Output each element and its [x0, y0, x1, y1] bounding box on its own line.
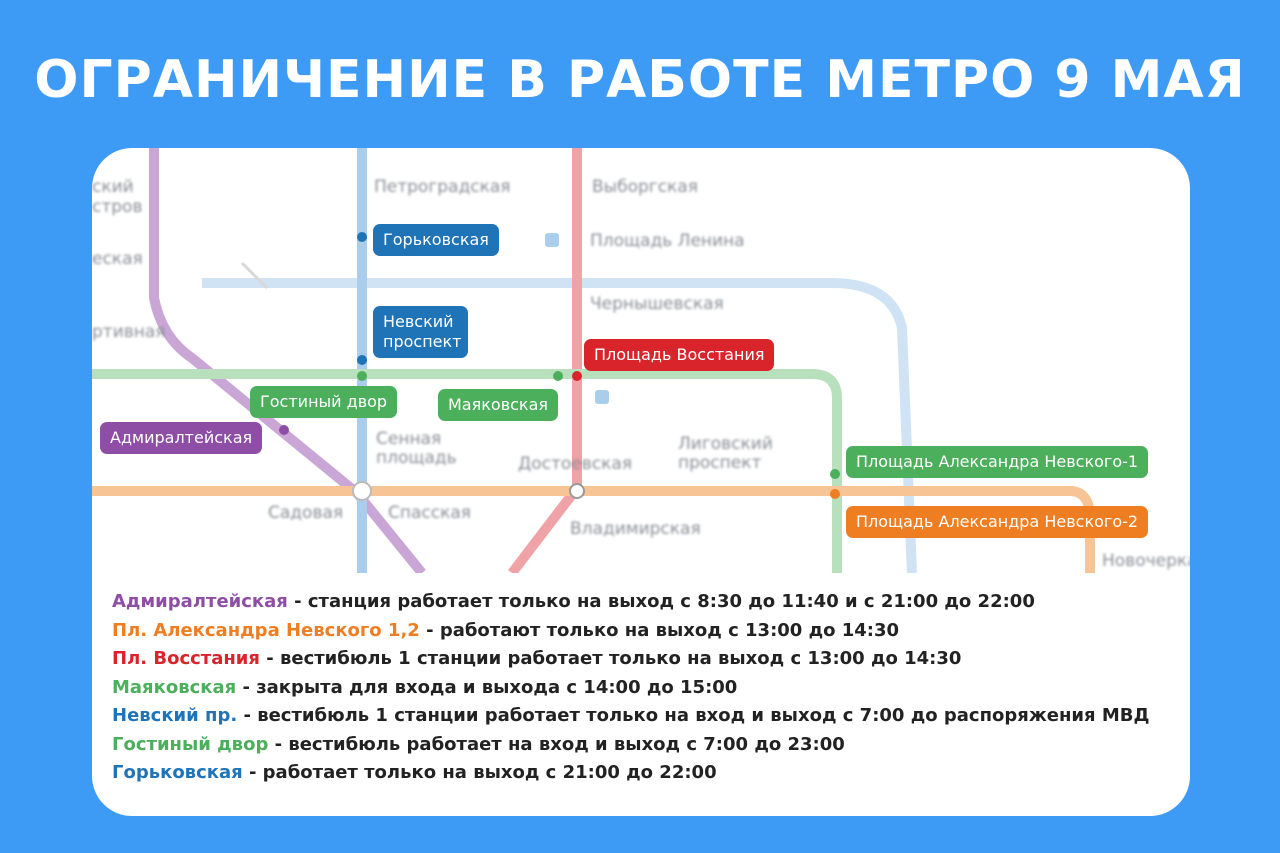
- line-background-light-blue: [202, 278, 917, 573]
- station-dot-mayakovskaya: [553, 371, 563, 381]
- tag-gostiny-dvor: Гостиный двор: [250, 386, 398, 418]
- page-title: ОГРАНИЧЕНИЕ В РАБОТЕ МЕТРО 9 МАЯ: [34, 50, 1246, 110]
- restriction-row-nevsky: Невский пр. - вестибюль 1 станции работа…: [112, 702, 1182, 731]
- tag-pl-al-nevskogo-1: Площадь Александра Невского-1: [846, 446, 1149, 478]
- restriction-row-admiralteyskaya: Адмиралтейская - станция работает только…: [112, 588, 1182, 617]
- station-name: Адмиралтейская: [112, 591, 288, 612]
- restriction-text: - станция работает только на выход с 8:3…: [287, 591, 1035, 612]
- station-dot-gorkovskaya: [357, 232, 367, 242]
- tag-nevsky-prospekt: Невский проспект: [373, 306, 468, 358]
- map-label-ligovsky: Лиговский проспект: [678, 434, 773, 473]
- train-icon-2: [595, 390, 609, 404]
- info-card: Петроградская Выборгская Площадь Ленина …: [92, 148, 1190, 816]
- map-label-dostoevskaya: Достоевская: [518, 454, 633, 474]
- map-label-chernyshevskaya: Чернышевская: [590, 294, 724, 314]
- map-label-cut-4: ртивная: [92, 322, 166, 342]
- station-dot-nevsky: [357, 355, 367, 365]
- restriction-text: - закрыта для входа и выхода с 14:00 до …: [236, 676, 738, 698]
- map-label-novocherkasskaya: Новочеркасская: [1102, 551, 1190, 571]
- station-name: Пл. Александра Невского 1,2: [112, 619, 420, 641]
- map-label-vladimirskaya: Владимирская: [570, 519, 701, 539]
- tag-gorkovskaya: Горьковская: [373, 224, 499, 256]
- station-dot-admiralteyskaya: [279, 425, 289, 435]
- restriction-row-gorkovskaya: Горьковская - работает только на выход с…: [112, 759, 1182, 788]
- map-label-petrogradskaya: Петроградская: [374, 177, 511, 197]
- tag-admiralteyskaya: Адмиралтейская: [100, 422, 263, 454]
- restrictions-list: Адмиралтейская - станция работает только…: [112, 588, 1182, 788]
- restriction-row-mayakovskaya: Маяковская - закрыта для входа и выхода …: [112, 674, 1182, 703]
- interchange-dostoevskaya: [569, 483, 585, 499]
- restriction-text: - работают только на выход с 13:00 до 14…: [419, 619, 900, 641]
- map-label-ploshchad-lenina: Площадь Ленина: [590, 231, 745, 251]
- map-label-cut-3: еская: [92, 249, 143, 269]
- station-dot-al-nevskogo-2: [830, 489, 840, 499]
- map-label-spasskaya: Спасская: [388, 503, 472, 523]
- metro-map: Петроградская Выборгская Площадь Ленина …: [92, 148, 1190, 573]
- map-label-sadovaya: Садовая: [268, 503, 344, 523]
- tag-pl-al-nevskogo-2: Площадь Александра Невского-2: [846, 506, 1149, 538]
- station-name: Маяковская: [112, 676, 237, 698]
- station-name: Невский пр.: [112, 705, 238, 726]
- train-icon-1: [545, 233, 559, 247]
- station-dot-vosstaniya: [572, 371, 582, 381]
- map-label-sennaya: Сенная площадь: [376, 429, 457, 468]
- map-label-vyborgskaya: Выборгская: [592, 177, 698, 197]
- station-dot-al-nevskogo-1: [830, 469, 840, 479]
- interchange-sennaya: [352, 481, 372, 501]
- restriction-row-vosstaniya: Пл. Восстания - вестибюль 1 станции рабо…: [112, 645, 1182, 674]
- station-name: Пл. Восстания: [112, 648, 260, 669]
- station-name: Горьковская: [112, 762, 243, 783]
- station-dot-gostiny: [357, 371, 367, 381]
- map-label-cut-2: стров: [92, 197, 143, 217]
- metro-map-lines: [92, 148, 1095, 573]
- restriction-text: - вестибюль 1 станции работает только на…: [259, 648, 962, 669]
- restriction-text: - вестибюль работает на вход и выход с 7…: [268, 733, 845, 755]
- restriction-text: - вестибюль 1 станции работает только на…: [237, 705, 1150, 726]
- restriction-row-al-nevskogo: Пл. Александра Невского 1,2 - работают т…: [112, 617, 1182, 646]
- map-detail-1: [240, 261, 269, 290]
- line-red: [508, 148, 582, 573]
- tag-mayakovskaya: Маяковская: [438, 389, 559, 421]
- station-name: Гостиный двор: [112, 733, 269, 755]
- line-green: [92, 369, 842, 573]
- restriction-text: - работает только на выход с 21:00 до 22…: [242, 762, 717, 783]
- restriction-row-gostiny: Гостиный двор - вестибюль работает на вх…: [112, 731, 1182, 760]
- map-label-cut-1: ский: [92, 177, 134, 197]
- line-purple: [149, 148, 426, 573]
- tag-ploshchad-vosstaniya: Площадь Восстания: [584, 339, 775, 371]
